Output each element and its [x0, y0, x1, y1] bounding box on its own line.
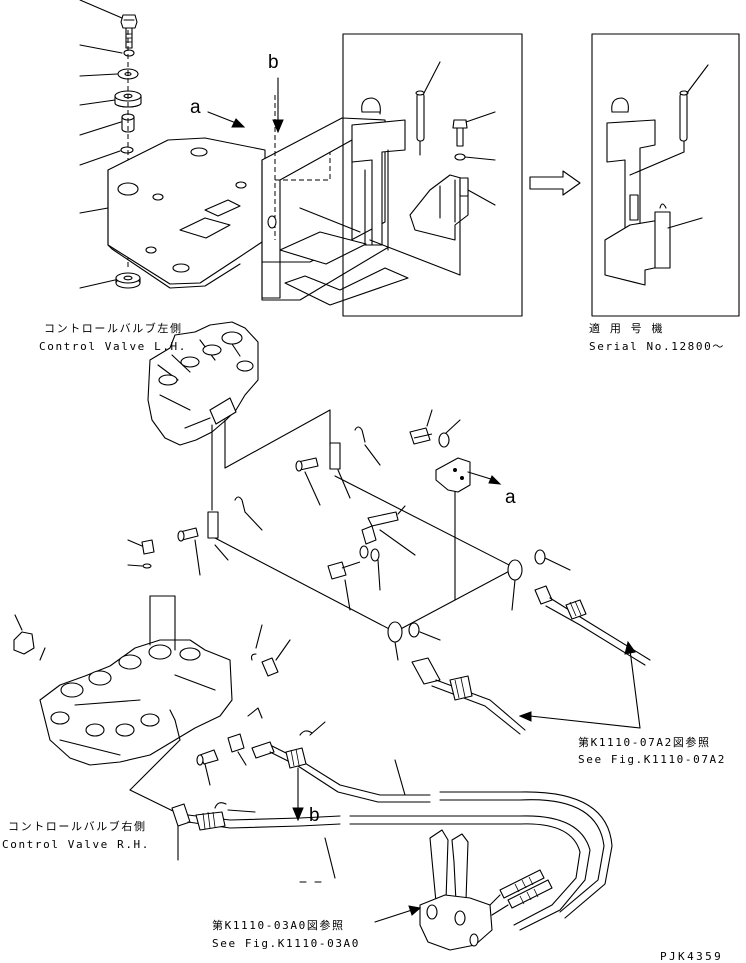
linkage-rods	[177, 409, 571, 661]
detail-box-serial	[591, 33, 740, 317]
control-valve-rh	[13, 539, 291, 813]
cable-lower	[171, 721, 613, 931]
detail-box-current-parts	[351, 61, 496, 276]
drawing-code-label: PJK4359	[660, 950, 724, 963]
see-fig-03a0-jp-label: 第K1110-03A0図参照	[212, 919, 345, 932]
see-fig-03a0-en-label: See Fig.K1110-03A0	[212, 937, 361, 950]
misc-markers	[207, 77, 284, 134]
see-fig-07a2-en-label: See Fig.K1110-07A2	[578, 753, 727, 766]
control-valve-lh	[147, 321, 331, 511]
fastener-stack	[79, 0, 142, 289]
detail-box-current	[342, 33, 523, 317]
control-valve-rh-jp-label: コントロールバルブ右側	[8, 820, 147, 833]
control-valve-lh-jp-label: コントロールバルブ左側	[44, 322, 183, 335]
control-valve-lh-en-label: Control Valve L.H.	[39, 340, 188, 353]
marker-a-top: a	[190, 97, 201, 118]
detail-box-serial-parts	[604, 64, 709, 286]
applicable-serial-jp-label: 適 用 号 機	[589, 322, 665, 335]
control-lever-assembly	[374, 829, 553, 951]
see-fig-07a2-jp-label: 第K1110-07A2図参照	[578, 736, 711, 749]
control-valve-rh-en-label: Control Valve R.H.	[2, 838, 151, 851]
mounting-plate	[107, 137, 266, 289]
marker-a-right: a	[505, 487, 516, 508]
applicable-serial-en-label: Serial No.12800〜	[589, 340, 725, 353]
cable-upper	[411, 585, 651, 735]
hollow-arrow-right-icon	[529, 170, 581, 196]
marker-b-bottom: b	[309, 805, 320, 826]
marker-b-top: b	[268, 52, 279, 73]
